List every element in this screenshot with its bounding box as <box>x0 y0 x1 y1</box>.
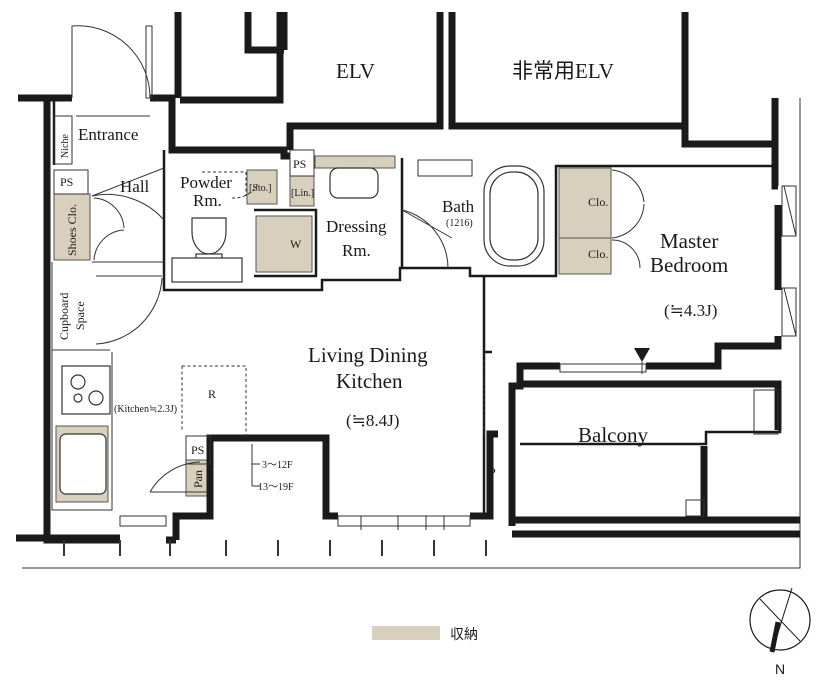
legend: 収納 <box>372 626 478 642</box>
dressing-label: Dressing <box>326 217 387 236</box>
cupboard-label: Cupboard <box>57 293 71 340</box>
pantry-label: Pan <box>191 470 205 488</box>
fridge-dash <box>181 365 247 438</box>
balcony-label: Balcony <box>578 423 648 447</box>
fixtures <box>53 115 779 517</box>
powder-rm-label: Rm. <box>193 191 222 210</box>
walls <box>16 12 801 569</box>
washer-label: W <box>290 237 302 251</box>
windows <box>119 185 797 530</box>
kitchen-label: Kitchen <box>336 369 403 393</box>
closet-lower-fill <box>558 237 612 275</box>
entrance-label: Entrance <box>78 125 138 144</box>
powder-dash <box>202 171 259 199</box>
north-label: N <box>775 661 785 677</box>
legend-storage-label: 収納 <box>450 626 478 642</box>
niche-label: Niche <box>60 134 71 158</box>
dressing-rm-label: Rm. <box>342 241 371 260</box>
washer-fill <box>255 215 313 273</box>
pantry-door <box>149 461 208 493</box>
shoes-closet-door <box>93 197 125 261</box>
closet-lower-label: Clo. <box>588 247 608 261</box>
fence-posts <box>63 540 487 556</box>
kitchen-sink-icon <box>59 433 107 495</box>
pipe-label: P <box>489 465 496 479</box>
ldk-size-label: (≒8.4J) <box>346 411 399 430</box>
closet-upper-label: Clo. <box>588 195 608 209</box>
hall-label: Hall <box>120 177 150 196</box>
stove-icon <box>61 365 111 415</box>
hall-door <box>91 167 165 221</box>
doors <box>71 25 645 493</box>
cupboard-door <box>95 275 163 345</box>
master-label: Master <box>660 229 718 253</box>
shoes-closet-label: Shoes Clo. <box>65 204 79 256</box>
kitchen-size-label: (Kitchen≒2.3J) <box>114 404 177 415</box>
ps-kitchen-label: PS <box>191 443 204 457</box>
linen-label: [Lin.] <box>291 188 314 199</box>
entrance-door <box>71 25 151 99</box>
master-size-label: (≒4.3J) <box>664 301 717 320</box>
shoes-closet-fill <box>53 193 91 261</box>
closet-doors <box>611 169 645 269</box>
bath-size-label: (1216) <box>446 218 473 229</box>
north-arrow-icon: N <box>749 587 811 677</box>
legend-swatch <box>372 626 440 640</box>
powder-label: Powder <box>180 173 232 192</box>
storage-fills <box>53 155 612 503</box>
labels: ELV 非常用ELV Entrance Niche PS Hall Shoes … <box>57 59 728 493</box>
washbasin-icon <box>329 167 379 199</box>
bath-label: Bath <box>442 197 475 216</box>
ps-dressing-label: PS <box>293 157 306 171</box>
fridge-label: R <box>208 387 216 401</box>
storage-sto-fill <box>246 169 278 205</box>
sto-label: [Sto.] <box>249 183 272 194</box>
space-label: Space <box>73 301 87 330</box>
elv-label: ELV <box>336 59 375 83</box>
bedroom-label: Bedroom <box>650 253 728 277</box>
ps-entrance-label: PS <box>60 175 73 189</box>
floors-upper-label: 3～12F <box>262 460 293 471</box>
bedroom-window-marker <box>634 348 650 362</box>
ldk-label: Living Dining <box>308 343 428 367</box>
floors-lower-label: 13～19F <box>258 482 294 493</box>
emergency-elv-label: 非常用ELV <box>512 59 614 83</box>
dressing-door <box>401 209 453 269</box>
dressing-shelf-fill <box>314 155 396 169</box>
toilet-icon <box>191 217 227 255</box>
